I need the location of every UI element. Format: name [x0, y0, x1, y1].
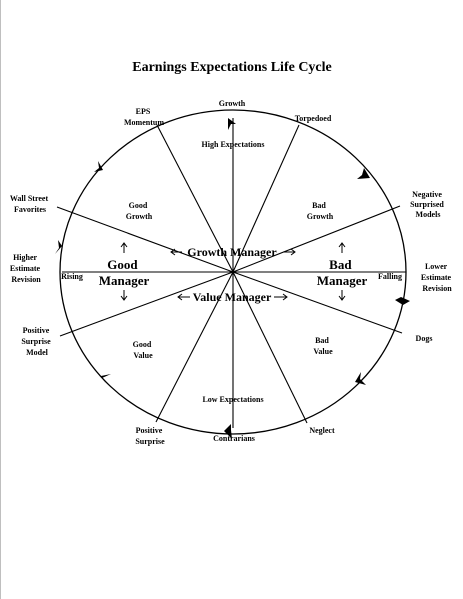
- spoke-lines: [56, 118, 406, 428]
- label-good-growth: Good Growth: [126, 201, 153, 221]
- spoke-dogs: [232, 271, 403, 334]
- label-growth: Growth: [219, 99, 246, 108]
- diagram-title: Earnings Expectations Life Cycle: [132, 60, 332, 75]
- manager-arrows: [120, 242, 346, 301]
- value-right-arrow-icon: [274, 293, 288, 301]
- label-lower-estimate-revision: Lower Estimate Revision: [421, 262, 453, 293]
- cycle-arrow-lower-left-icon: [101, 374, 111, 384]
- cycle-direction-arrows: [55, 118, 410, 439]
- spoke-wall-street-favorites: [56, 206, 234, 273]
- growth-right-arrow-icon: [283, 248, 296, 256]
- label-good-manager: Good Manager: [99, 257, 150, 288]
- label-growth-manager: Growth Manager: [187, 245, 277, 259]
- good-down-arrow-icon: [120, 290, 128, 301]
- label-falling: Falling: [378, 272, 402, 281]
- label-value-manager: Value Manager: [193, 290, 272, 304]
- label-low-expectations: Low Expectations: [202, 395, 263, 404]
- label-bad-growth: Bad Growth: [307, 201, 334, 221]
- growth-left-arrow-icon: [170, 248, 182, 256]
- cycle-arrow-upper-right-icon: [357, 168, 370, 179]
- manager-labels: Good Manager Bad Manager Growth Manager …: [99, 245, 368, 304]
- bad-down-arrow-icon: [338, 290, 346, 301]
- label-rising: Rising: [61, 272, 83, 281]
- cycle-arrow-top-icon: [228, 118, 236, 130]
- label-contrarians: Contrarians: [213, 434, 255, 443]
- spoke-positive-surprise: [155, 271, 234, 423]
- cycle-arrow-right-icon: [395, 297, 410, 305]
- spoke-neglect: [232, 271, 308, 424]
- label-neglect: Neglect: [309, 426, 335, 435]
- label-bad-manager: Bad Manager: [317, 257, 368, 288]
- label-good-value: Good Value: [133, 340, 154, 360]
- label-torpedoed: Torpedoed: [295, 114, 332, 123]
- bad-up-arrow-icon: [338, 242, 346, 253]
- label-positive-surprise: Positive Surprise: [135, 426, 165, 446]
- spoke-torpedoed: [232, 124, 300, 273]
- spoke-negative-surprised-models: [232, 205, 401, 273]
- cycle-arrow-left-icon: [55, 240, 62, 254]
- label-positive-surprise-model: Positive Surprise Model: [21, 326, 52, 357]
- label-wall-street-favorites: Wall Street Favorites: [10, 194, 50, 214]
- label-higher-estimate-revision: Higher Estimate Revision: [10, 253, 42, 284]
- page-left-border: [0, 0, 1, 599]
- cycle-arrow-lower-right-icon: [355, 372, 366, 385]
- cycle-arrow-upper-left-icon: [94, 161, 103, 172]
- value-left-arrow-icon: [177, 293, 190, 301]
- label-negative-surprised-models: Negative Surprised Models: [410, 190, 446, 219]
- good-up-arrow-icon: [120, 242, 128, 253]
- outer-labels: Growth Torpedoed EPS Momentum Negative S…: [10, 99, 453, 446]
- label-high-expectations: High Expectations: [202, 140, 265, 149]
- spoke-eps-momentum: [156, 124, 234, 273]
- label-dogs: Dogs: [416, 334, 433, 343]
- spoke-positive-surprise-model: [59, 271, 234, 337]
- label-eps-momentum: EPS Momentum: [124, 107, 164, 127]
- inner-labels: High Expectations Low Expectations Good …: [61, 140, 402, 404]
- cycle-arrow-bottom-icon: [224, 424, 232, 439]
- label-bad-value: Bad Value: [313, 336, 333, 356]
